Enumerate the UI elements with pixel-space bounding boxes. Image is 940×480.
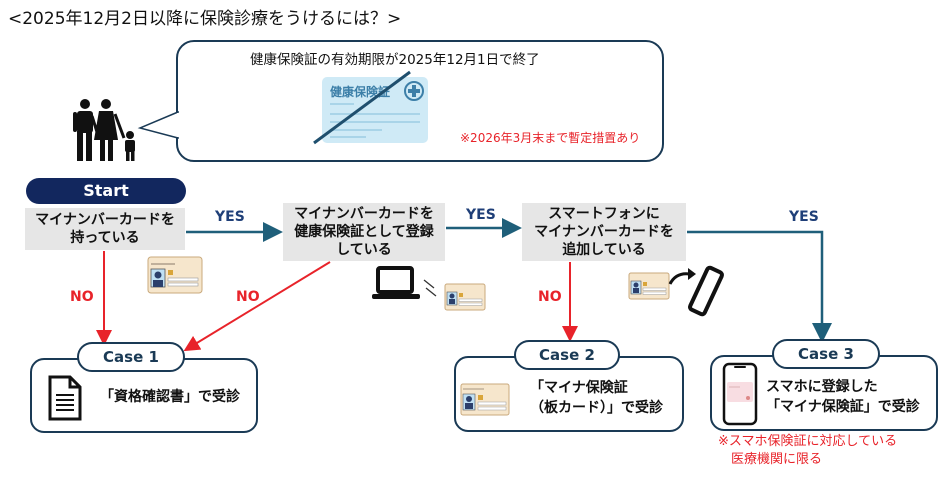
start-label: Start [26,178,186,204]
mynumber-card-icon [444,283,486,311]
card-details [330,81,424,138]
question-line: マイナンバーカードを [534,224,674,240]
page-title: <2025年12月2日以降に保険診療をうけるには？> [8,9,402,29]
question-line: 健康保険証として登録 [294,224,434,240]
smartphone-transfer-icon [668,265,724,317]
bubble-tail [137,110,181,139]
notice-headline: 健康保険証の有効期限が2025年12月1日で終了 [250,52,540,68]
no-label-3: NO [538,289,562,305]
no-label-2: NO [236,289,260,305]
cross-out-line [313,70,411,145]
question-added-to-smartphone: スマートフォンに マイナンバーカードを 追加している [522,203,686,261]
question-registered-as-insurance: マイナンバーカードを 健康保険証として登録 している [283,203,445,261]
smartphone-card-icon [722,362,758,426]
yes-arrow-q3-case3 [687,230,832,343]
case2-text-line: 「マイナ保険証 [530,380,628,396]
no-label-1: NO [70,289,94,305]
case2-label: Case 2 [514,340,620,370]
case3-note-line: 医療機関に限る [718,452,823,467]
yes-label-1: YES [215,209,245,225]
notice-note: ※2026年3月末まで暫定措置あり [460,131,641,145]
case3-note-line: ※スマホ保険証に対応している [718,434,898,449]
case3-text-line: スマホに登録した [766,379,878,395]
question-line: マイナンバーカードを [35,212,175,228]
case3-note: ※スマホ保険証に対応している 医療機関に限る [718,433,897,469]
case3-label: Case 3 [772,339,880,369]
question-line: マイナンバーカードを [294,206,434,222]
mynumber-card-icon [460,383,510,416]
question-line: スマートフォンに [548,206,660,222]
family-icon [73,99,135,161]
case3-text: スマホに登録した 「マイナ保険証」で受診 [766,377,920,417]
case2-text: 「マイナ保険証 （板カード）」で受診 [530,378,663,418]
mynumber-card-icon [147,256,203,294]
no-arrow-q2-case1 [183,261,331,352]
yes-label-3: YES [789,209,819,225]
case3-text-line: 「マイナ保険証」で受診 [766,399,920,415]
question-has-mynumber-card: マイナンバーカードを 持っている [25,208,185,250]
question-line: 追加している [562,242,646,258]
case2-text-line: （板カード）」で受診 [530,400,663,416]
document-icon [48,375,82,421]
mynumber-card-icon [628,272,670,300]
yes-label-2: YES [466,207,496,223]
laptop-icon [372,266,437,299]
case1-label: Case 1 [77,342,185,372]
health-insurance-card-label: 健康保険証 [330,85,391,99]
question-line: 持っている [70,230,140,246]
question-line: している [336,242,392,258]
case1-text: 「資格確認書」で受診 [100,389,240,405]
